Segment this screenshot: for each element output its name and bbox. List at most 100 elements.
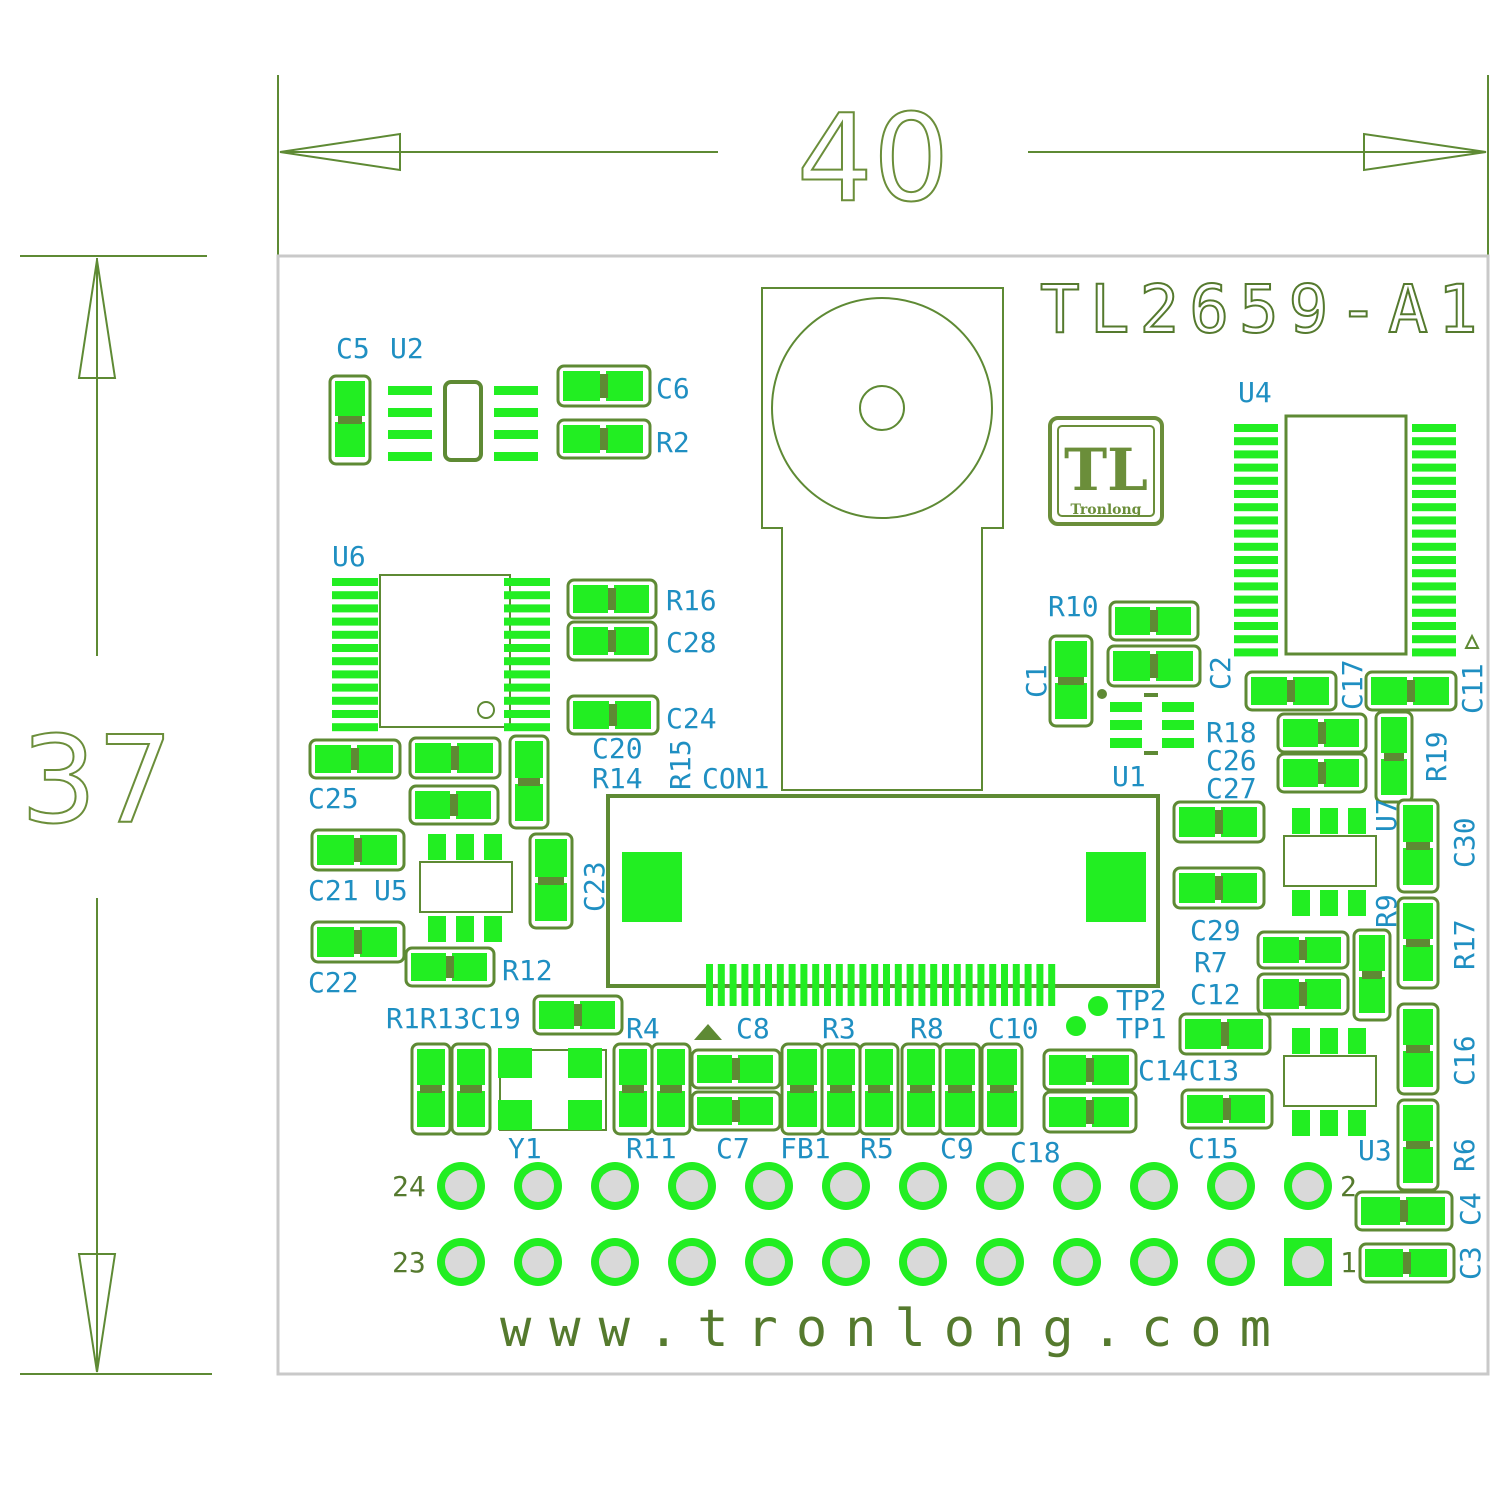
- r6-part: [1396, 1098, 1440, 1192]
- c28-part: [566, 620, 658, 662]
- r17-part: [1396, 896, 1440, 990]
- ref-tp1: TP1: [1116, 1012, 1167, 1045]
- ref-u3: U3: [1358, 1134, 1392, 1167]
- c12-part: [1256, 972, 1350, 1016]
- c7-part: [690, 1090, 782, 1132]
- pin-label-2: 2: [1340, 1170, 1357, 1203]
- c4-part: [1354, 1190, 1454, 1232]
- r15-part: [508, 734, 550, 830]
- ref-r6: R6: [1448, 1138, 1481, 1172]
- ref-c30: C30: [1448, 817, 1481, 868]
- c25-part: [308, 738, 402, 780]
- u5-ic: [419, 834, 513, 942]
- ref-c20: C20: [592, 732, 643, 765]
- camera-module-outline: [761, 287, 1004, 791]
- r3-part: [820, 1042, 862, 1136]
- passive-components: [308, 364, 1458, 1284]
- u7-ic: [1283, 808, 1377, 916]
- c14-part: [1042, 1048, 1138, 1092]
- c24-part: [566, 694, 660, 736]
- ref-c26: C26: [1206, 744, 1257, 777]
- ref-c4: C4: [1454, 1192, 1487, 1226]
- ref-r9: R9: [1370, 894, 1403, 928]
- c20-part: [408, 736, 502, 780]
- r5-part: [858, 1042, 900, 1136]
- r12-part: [404, 946, 496, 988]
- c11-part: [1364, 670, 1458, 712]
- ref-u6: U6: [332, 540, 366, 573]
- ref-c9: C9: [940, 1132, 974, 1165]
- ref-c22: C22: [308, 966, 359, 999]
- ref-c5: C5: [336, 332, 370, 365]
- c21-part: [310, 828, 406, 872]
- c3-part: [1358, 1242, 1456, 1284]
- u3-ic: [1283, 1028, 1377, 1136]
- c22-part: [310, 920, 406, 964]
- c8-part: [690, 1048, 782, 1090]
- r8-part: [900, 1042, 942, 1136]
- ref-y1: Y1: [508, 1132, 542, 1165]
- c2-part: [1106, 644, 1202, 688]
- u4-ic: [1234, 414, 1480, 657]
- c27-part: [1172, 800, 1266, 844]
- u2-ic: [388, 380, 538, 462]
- ref-c2: C2: [1204, 656, 1237, 690]
- ref-u4: U4: [1238, 376, 1272, 409]
- ref-r4: R4: [626, 1012, 660, 1045]
- ref-c7: C7: [716, 1132, 750, 1165]
- r10-part: [1108, 600, 1200, 642]
- c29-part: [1172, 866, 1266, 910]
- c5-part: [328, 374, 372, 466]
- r13-part: [450, 1042, 492, 1136]
- width-dimension-label: 40: [797, 90, 950, 229]
- ref-c8: C8: [736, 1012, 770, 1045]
- r16-part: [566, 578, 658, 620]
- r19-part: [1374, 710, 1414, 804]
- board-title: TL2659-A1: [1040, 271, 1488, 348]
- website-text: www.tronlong.com: [500, 1299, 1289, 1359]
- ref-r18: R18: [1206, 716, 1257, 749]
- con1-connector: [606, 794, 1160, 1040]
- ref-c12: C12: [1190, 978, 1241, 1011]
- r4-part: [612, 1042, 654, 1136]
- ref-r2: R2: [656, 426, 690, 459]
- ref-c10: C10: [988, 1012, 1039, 1045]
- c10-part: [980, 1042, 1024, 1136]
- width-dimension: 40: [277, 75, 1489, 258]
- height-dimension-label: 37: [21, 712, 174, 851]
- r7-part: [1256, 930, 1350, 970]
- c9-part: [938, 1042, 982, 1136]
- logo-mark: TL: [1064, 436, 1148, 504]
- c15-part: [1180, 1088, 1274, 1130]
- pin-label-24: 24: [392, 1170, 426, 1203]
- ref-c15: C15: [1188, 1132, 1239, 1165]
- ref-r17: R17: [1448, 919, 1481, 970]
- ref-r1r13c19: R1R13C19: [386, 1002, 521, 1035]
- ref-r15: R15: [664, 739, 697, 790]
- r11-part: [650, 1042, 692, 1136]
- ref-c14c13: C14C13: [1138, 1054, 1239, 1087]
- c23-part: [528, 832, 574, 930]
- ref-c18: C18: [1010, 1136, 1061, 1169]
- ref-c1: C1: [1020, 664, 1053, 698]
- ref-c11: C11: [1456, 663, 1489, 714]
- c19-part: [532, 994, 624, 1036]
- ref-c3: C3: [1454, 1246, 1487, 1280]
- c16-part: [1396, 1002, 1440, 1096]
- c6-part: [556, 364, 652, 408]
- pin-label-1: 1: [1340, 1246, 1357, 1279]
- logo-brand: Tronlong: [1071, 502, 1142, 518]
- c1-part: [1048, 634, 1094, 728]
- ref-r8: R8: [910, 1012, 944, 1045]
- ref-r16: R16: [666, 584, 717, 617]
- c18-part: [1042, 1090, 1138, 1134]
- c17-part: [1244, 670, 1338, 712]
- ref-tp2: TP2: [1116, 984, 1167, 1017]
- r14-part: [408, 784, 500, 826]
- ref-c6: C6: [656, 372, 690, 405]
- u6-ic: [332, 574, 550, 732]
- test-points: [1066, 996, 1108, 1036]
- ref-c27: C27: [1206, 772, 1257, 805]
- pin-header: [437, 1162, 1332, 1286]
- ref-r3: R3: [822, 1012, 856, 1045]
